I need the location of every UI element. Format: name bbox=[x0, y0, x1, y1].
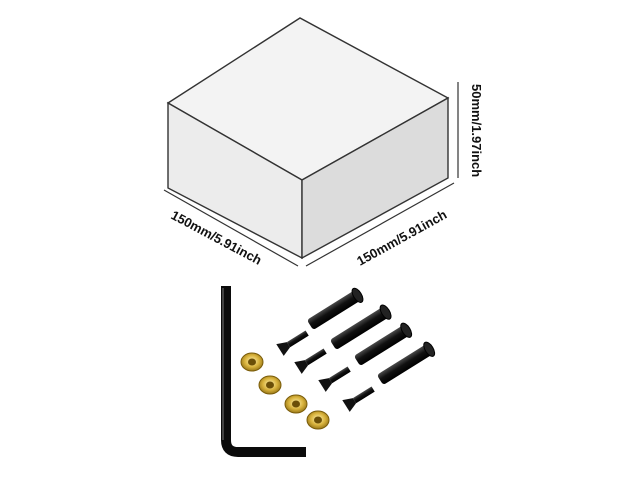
brass-washer-icon bbox=[306, 410, 330, 430]
countersunk-screw-icon bbox=[342, 386, 375, 412]
dimension-label-height: 50mm/1.97inch bbox=[469, 84, 484, 177]
barrel-nut-icon bbox=[307, 287, 364, 329]
barrel-nut-icon bbox=[330, 304, 392, 349]
countersunk-screw-icon bbox=[318, 366, 351, 392]
dimension-lines bbox=[163, 82, 459, 267]
barrel-nut-icon bbox=[354, 322, 413, 365]
countersunk-screw-icon bbox=[276, 330, 309, 356]
allen-key-icon bbox=[221, 286, 306, 457]
brass-washer-icon bbox=[284, 394, 308, 414]
brass-washer-icon bbox=[240, 352, 264, 372]
brass-washer-icon bbox=[258, 375, 282, 395]
block-side-face bbox=[301, 96, 449, 260]
barrel-nut-icon bbox=[377, 341, 436, 384]
countersunk-screw-icon bbox=[294, 348, 327, 374]
foam-block bbox=[166, 17, 450, 260]
